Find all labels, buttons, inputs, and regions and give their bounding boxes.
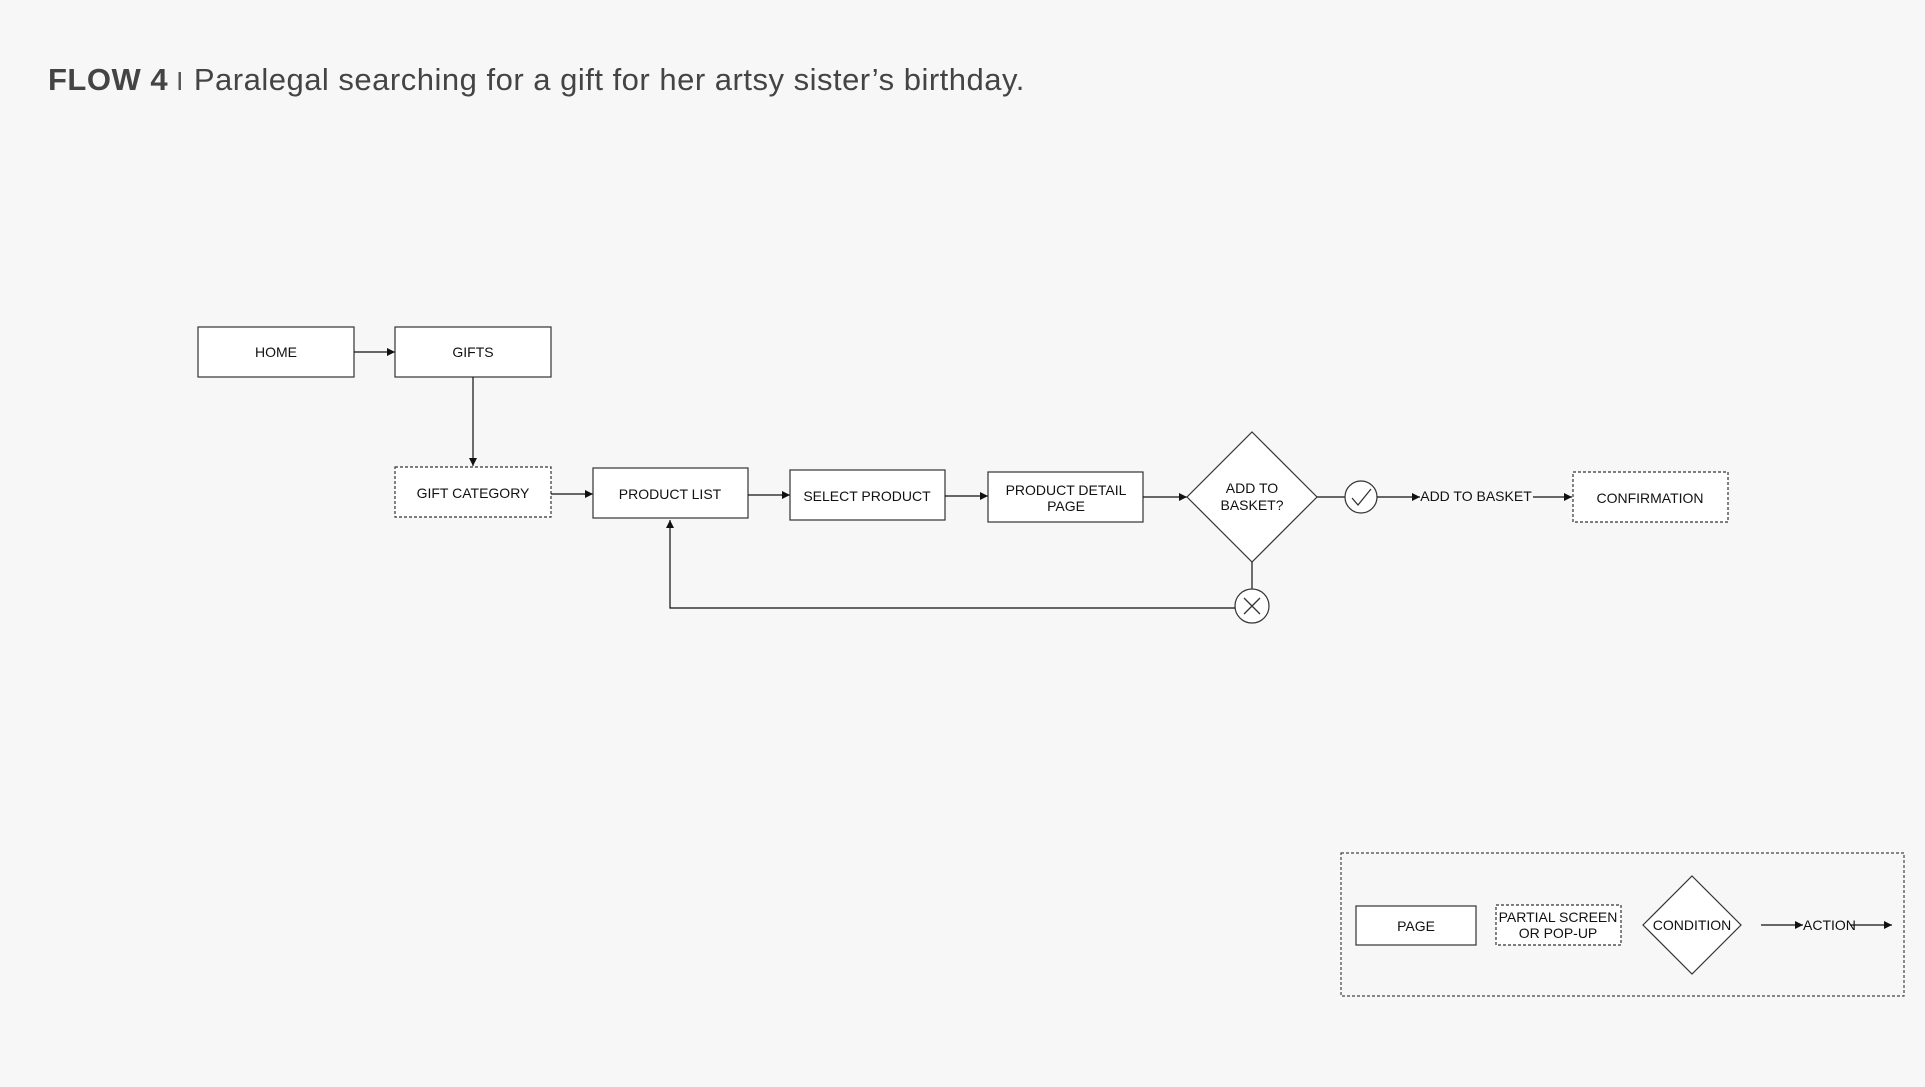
select-product-node: SELECT PRODUCT <box>789 469 946 521</box>
legend-condition-label: CONDITION <box>1653 917 1732 933</box>
gifts-node: GIFTS <box>394 326 552 378</box>
legend-action-label: ACTION <box>1803 917 1856 933</box>
legend: PAGE PARTIAL SCREEN OR POP-UP CONDITION … <box>1340 852 1905 997</box>
product-detail-node: PRODUCT DETAIL PAGE <box>987 471 1144 523</box>
home-node: HOME <box>197 326 355 378</box>
legend-condition: CONDITION <box>1642 875 1742 975</box>
gift-category-label: GIFT CATEGORY <box>417 485 530 501</box>
legend-action: ACTION <box>1761 917 1892 933</box>
product-list-label: PRODUCT LIST <box>619 486 722 502</box>
home-label: HOME <box>255 344 297 360</box>
legend-partial-label-line2: OR POP-UP <box>1519 925 1598 941</box>
arrow-no-back-to-list <box>666 520 1235 609</box>
add-to-basket-decision: ADD TO BASKET? <box>1186 431 1318 563</box>
decision-label-line2: BASKET? <box>1220 497 1283 513</box>
select-product-label: SELECT PRODUCT <box>803 488 931 504</box>
decision-label-line1: ADD TO <box>1226 480 1278 496</box>
legend-partial-screen: PARTIAL SCREEN OR POP-UP <box>1495 904 1622 946</box>
confirmation-label: CONFIRMATION <box>1596 490 1703 506</box>
legend-partial-label-line1: PARTIAL SCREEN <box>1499 909 1618 925</box>
check-circle-icon <box>1344 480 1378 514</box>
legend-page-label: PAGE <box>1397 918 1435 934</box>
flow-description: Paralegal searching for a gift for her a… <box>193 62 1025 97</box>
gift-category-node: GIFT CATEGORY <box>394 466 552 518</box>
product-detail-label-line1: PRODUCT DETAIL <box>1006 482 1127 498</box>
x-circle-icon <box>1234 588 1270 624</box>
gifts-label: GIFTS <box>452 344 493 360</box>
confirmation-node: CONFIRMATION <box>1572 471 1729 523</box>
legend-page: PAGE <box>1355 905 1477 946</box>
title-separator: I <box>176 66 184 96</box>
product-detail-label-line2: PAGE <box>1047 498 1085 514</box>
legend-frame <box>1340 852 1905 997</box>
flow-number: FLOW 4 <box>48 62 169 97</box>
action-add-to-basket-label: ADD TO BASKET <box>1420 488 1532 504</box>
product-list-node: PRODUCT LIST <box>592 467 749 519</box>
